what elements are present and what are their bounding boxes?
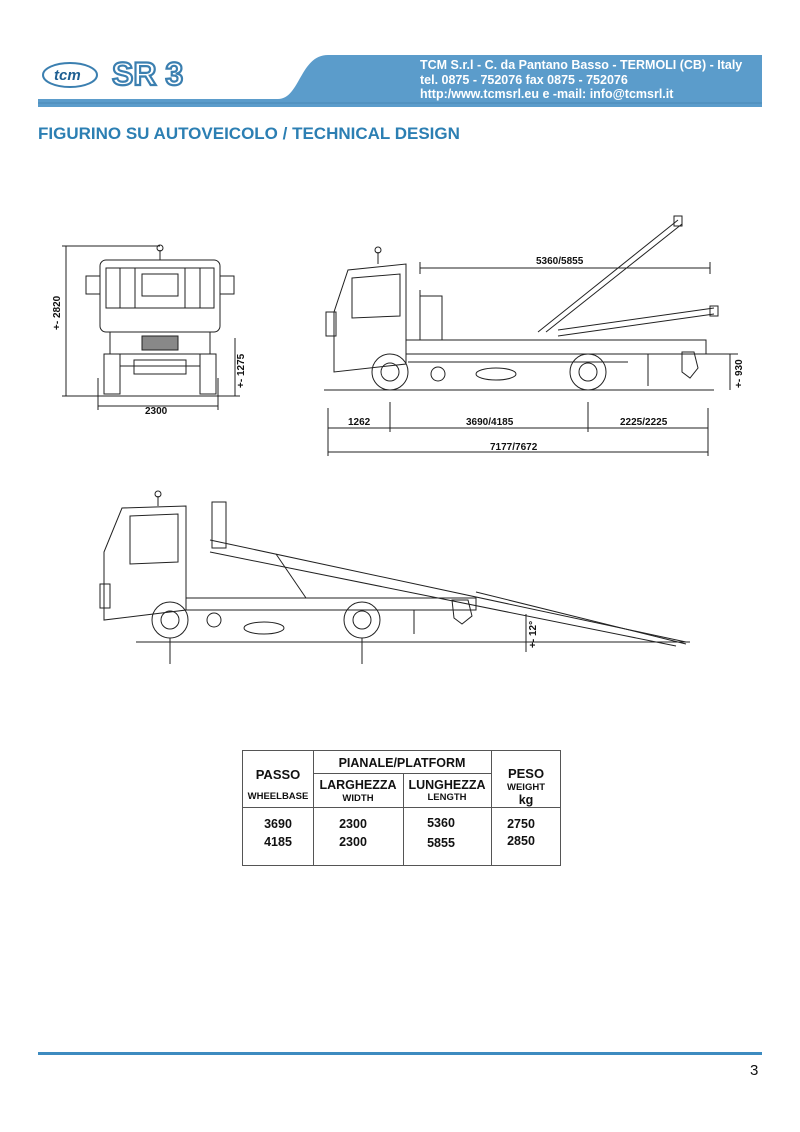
- header-lunghezza: LUNGHEZZA: [408, 778, 486, 792]
- company-phone: tel. 0875 - 752076 fax 0875 - 752076: [420, 72, 628, 87]
- header-length: LENGTH: [427, 792, 467, 803]
- header-platform: PIANALE/PLATFORM: [338, 756, 466, 770]
- row1-width: 2300: [339, 817, 367, 831]
- header-larghezza: LARGHEZZA: [319, 778, 397, 792]
- row1-passo: 3690: [264, 817, 292, 831]
- company-contact-block: TCM S.r.l - C. da Pantano Basso - TERMOL…: [420, 58, 760, 102]
- header-band: [38, 55, 762, 107]
- truck-front-view-drawing: +- 2820 +- 1275 2300: [50, 238, 250, 418]
- spec-table: PASSO WHEELBASE PIANALE/PLATFORM LARGHEZ…: [242, 750, 561, 866]
- svg-text:1262: 1262: [348, 417, 371, 428]
- truck-tilted-platform-drawing: +- 12°: [96, 488, 706, 668]
- svg-text:tcm: tcm: [54, 67, 81, 84]
- row1-length: 5360: [427, 816, 455, 830]
- company-web-email[interactable]: http:/www.tcmsrl.eu e -mail: info@tcmsrl…: [420, 87, 674, 101]
- svg-text:+- 2820: +- 2820: [52, 295, 63, 330]
- sr3-logo: SR 3: [110, 52, 190, 94]
- header-weight: WEIGHT: [507, 782, 545, 793]
- page-title: FIGURINO SU AUTOVEICOLO / TECHNICAL DESI…: [38, 124, 460, 143]
- header-peso: PESO: [507, 766, 545, 781]
- footer-rule: [38, 1052, 762, 1055]
- row2-passo: 4185: [264, 835, 292, 849]
- svg-text:2225/2225: 2225/2225: [620, 417, 668, 428]
- company-address: TCM S.r.l - C. da Pantano Basso - TERMOL…: [420, 58, 743, 72]
- svg-text:2300: 2300: [145, 406, 168, 417]
- row2-weight: 2850: [507, 834, 535, 848]
- truck-side-view-drawing: 5360/5855 +- 930 1262 3690/4185 2225/222…: [318, 212, 748, 462]
- tcm-logo: tcm: [42, 60, 102, 90]
- svg-text:+- 930: +- 930: [734, 359, 745, 388]
- svg-text:+- 12°: +- 12°: [528, 621, 539, 648]
- row1-weight: 2750: [507, 817, 535, 831]
- header-passo: PASSO: [255, 767, 301, 782]
- page-number: 3: [750, 1062, 759, 1079]
- svg-text:+- 1275: +- 1275: [236, 353, 247, 388]
- header-kg: kg: [518, 793, 534, 807]
- svg-text:SR 3: SR 3: [112, 56, 183, 92]
- svg-text:3690/4185: 3690/4185: [466, 417, 514, 428]
- svg-text:7177/7672: 7177/7672: [490, 442, 538, 453]
- row2-width: 2300: [339, 835, 367, 849]
- svg-text:5360/5855: 5360/5855: [536, 256, 584, 267]
- header-width: WIDTH: [342, 793, 374, 804]
- header-wheelbase: WHEELBASE: [247, 791, 309, 802]
- row2-length: 5855: [427, 836, 455, 850]
